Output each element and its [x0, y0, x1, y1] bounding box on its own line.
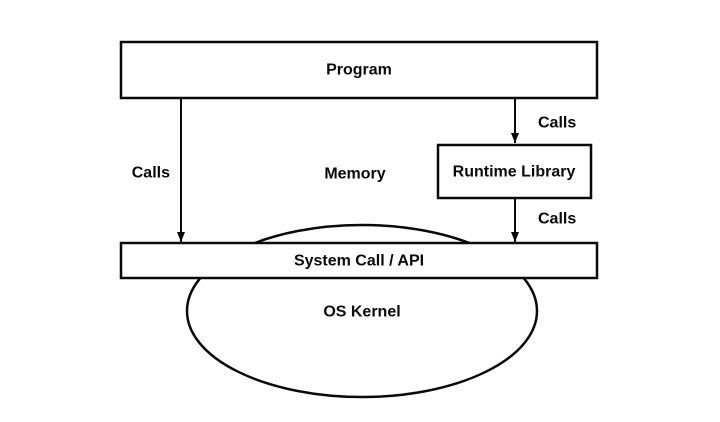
system-call-api-label: System Call / API	[294, 253, 424, 270]
program-box	[119, 40, 599, 100]
calls-label-top-right: Calls	[538, 115, 576, 132]
runtime-library-label: Runtime Library	[453, 164, 576, 181]
calls-label-bottom-right: Calls	[538, 211, 576, 228]
system-call-api-bar	[119, 241, 599, 280]
program-label: Program	[326, 62, 392, 79]
runtime-library-box	[436, 143, 593, 200]
calls-label-left: Calls	[132, 165, 170, 182]
memory-label: Memory	[324, 166, 385, 183]
os-kernel-label: OS Kernel	[323, 304, 400, 321]
